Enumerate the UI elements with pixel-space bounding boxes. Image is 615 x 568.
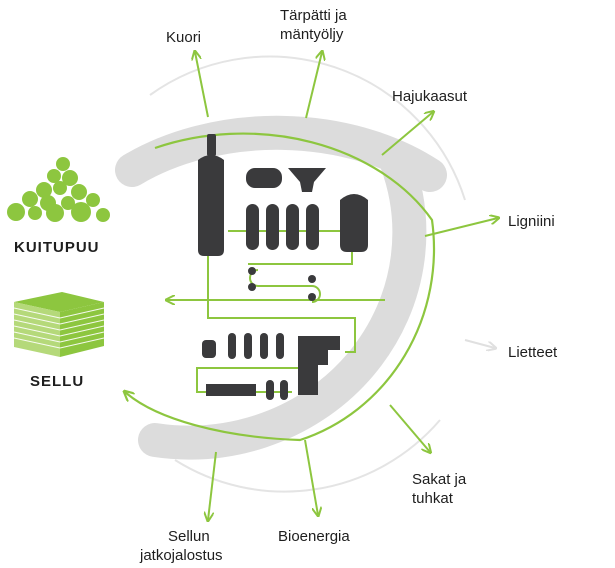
- arrow-tarpatti: [305, 52, 322, 119]
- arrow-hajukaasut: [381, 112, 433, 156]
- label-sakat-line2: tuhkat: [412, 490, 454, 507]
- pulp-bale-icon: [13, 292, 105, 357]
- label-hajukaasut: Hajukaasut: [392, 88, 468, 105]
- arrow-sellun: [208, 451, 217, 520]
- log-pile-icon: [7, 157, 110, 222]
- outer-faint-arc-lower: [174, 419, 441, 493]
- arrow-kuori: [195, 52, 209, 118]
- process-ring-lower: [138, 141, 427, 460]
- kuitupuu-label: KUITUPUU: [14, 239, 100, 256]
- label-sakat-line1: Sakat ja: [412, 471, 467, 488]
- outer-faint-arc: [149, 55, 466, 201]
- sellu-label: SELLU: [30, 373, 84, 390]
- arrow-ligniini: [424, 218, 498, 237]
- label-lietteet: Lietteet: [508, 344, 558, 361]
- label-ligniini: Ligniini: [508, 213, 555, 230]
- label-bioenergia: Bioenergia: [278, 528, 350, 545]
- label-tarpatti-line1: Tärpätti ja: [280, 7, 347, 24]
- label-tarpatti-line2: mäntyöljy: [280, 26, 344, 43]
- green-process-arc: [125, 132, 436, 442]
- arrow-sakat: [389, 404, 430, 452]
- arrow-bioenergia: [304, 439, 318, 515]
- arrow-lietteet: [464, 339, 495, 348]
- mill-machinery-icon: [196, 134, 368, 400]
- label-sellun-line1: Sellun: [168, 528, 210, 545]
- label-kuori: Kuori: [166, 29, 201, 46]
- label-sellun-line2: jatkojalostus: [139, 547, 223, 564]
